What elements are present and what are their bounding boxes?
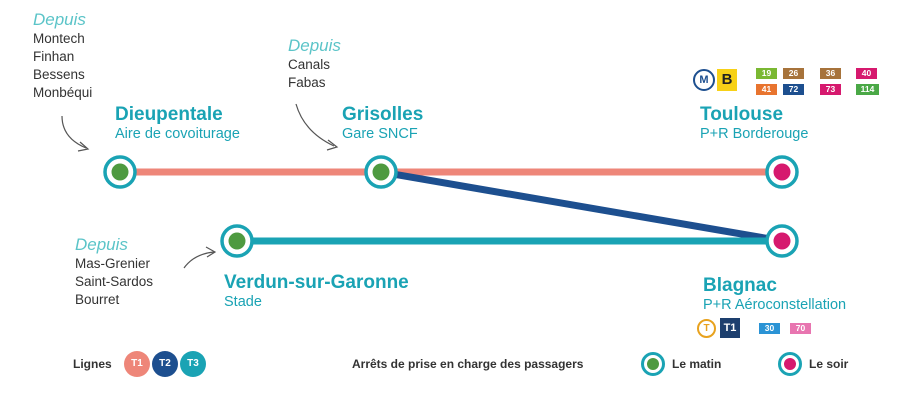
stop-subtitle: Gare SNCF (342, 126, 418, 142)
origin-place: Monbéqui (33, 85, 93, 100)
origin-group-2: Depuis Canals Fabas (288, 36, 341, 92)
stop-name: Verdun-sur-Garonne (224, 272, 409, 293)
stop-marker-toulouse[interactable] (765, 155, 799, 189)
origin-place: Montech (33, 31, 85, 46)
origin-place: Saint-Sardos (75, 274, 154, 289)
legend-line-t1: T1 (124, 351, 150, 377)
stop-label-grisolles: Grisolles Gare SNCF (342, 104, 423, 142)
bus-line-badge: 36 (820, 68, 841, 79)
stop-subtitle: P+R Aéroconstellation (703, 297, 847, 313)
stop-label-verdun: Verdun-sur-Garonne Stade (224, 272, 409, 310)
origin-place: Mas-Grenier (75, 256, 151, 271)
arrow-verdun-head (205, 246, 217, 258)
stop-subtitle: P+R Borderouge (700, 126, 809, 142)
legend-lines-label: Lignes (73, 357, 112, 371)
arrows (61, 103, 339, 269)
bus-line-badge: 72 (783, 84, 804, 95)
stop-name: Toulouse (700, 104, 784, 125)
origin-label: Depuis (288, 36, 341, 55)
bus-line-badge: 70 (790, 323, 811, 334)
bus-line-badge: 41 (756, 84, 777, 95)
bus-line-badge: 40 (856, 68, 877, 79)
bus-line-badge: 114 (856, 84, 879, 95)
metro-icon: M (693, 69, 715, 91)
legend-morning-marker (641, 352, 665, 376)
stop-label-dieupentale: Dieupentale Aire de covoiturage (115, 104, 240, 142)
arrow-grisolles-head (326, 139, 339, 151)
stop-marker-grisolles[interactable] (364, 155, 398, 189)
stop-subtitle: Aire de covoiturage (115, 126, 240, 142)
origin-group-3: Depuis Mas-Grenier Saint-Sardos Bourret (75, 235, 153, 309)
stop-name: Grisolles (342, 104, 424, 125)
legend-line-t3: T3 (180, 351, 206, 377)
origin-place: Finhan (33, 49, 75, 64)
legend-line-t2: T2 (152, 351, 178, 377)
stop-label-blagnac: Blagnac P+R Aéroconstellation (703, 275, 846, 313)
tram-icon: T (697, 319, 716, 338)
arrow-grisolles (295, 103, 335, 147)
toulouse-connections: M B 19 26 36 40 41 72 73 114 (693, 67, 883, 97)
origin-group-1: Depuis Montech Finhan Bessens Monbéqui (33, 10, 92, 102)
bus-line-badge: 30 (759, 323, 780, 334)
origin-place: Fabas (288, 75, 326, 90)
stop-name: Dieupentale (115, 104, 223, 125)
origin-label: Depuis (75, 235, 128, 254)
legend-morning-label: Le matin (672, 357, 722, 371)
stop-marker-blagnac[interactable] (765, 224, 799, 258)
origin-place: Bourret (75, 292, 120, 307)
stop-marker-verdun[interactable] (220, 224, 254, 258)
origin-place: Bessens (33, 67, 85, 82)
stop-marker-dieupentale[interactable] (103, 155, 137, 189)
arrow-dieupentale-head (77, 141, 90, 152)
origin-label: Depuis (33, 10, 86, 29)
stop-label-toulouse: Toulouse P+R Borderouge (700, 104, 808, 142)
bus-line-badge: 19 (756, 68, 777, 79)
legend-evening-label: Le soir (809, 357, 849, 371)
legend-evening-marker (778, 352, 802, 376)
origin-place: Canals (288, 57, 331, 72)
arrow-verdun (183, 251, 215, 269)
bus-line-badge: 26 (783, 68, 804, 79)
bus-line-badge: 73 (820, 84, 841, 95)
stop-name: Blagnac (703, 275, 777, 296)
legend: Lignes T1 T2 T3 Arrêts de prise en charg… (0, 350, 917, 380)
metro-line-b-badge: B (717, 69, 737, 91)
line-t2 (380, 168, 783, 245)
tram-line-t1-badge: T1 (720, 318, 740, 338)
legend-stops-label: Arrêts de prise en charge des passagers (352, 357, 584, 371)
arrow-dieupentale (61, 115, 87, 149)
stop-subtitle: Stade (224, 294, 262, 310)
blagnac-connections: T T1 30 70 (697, 318, 837, 340)
